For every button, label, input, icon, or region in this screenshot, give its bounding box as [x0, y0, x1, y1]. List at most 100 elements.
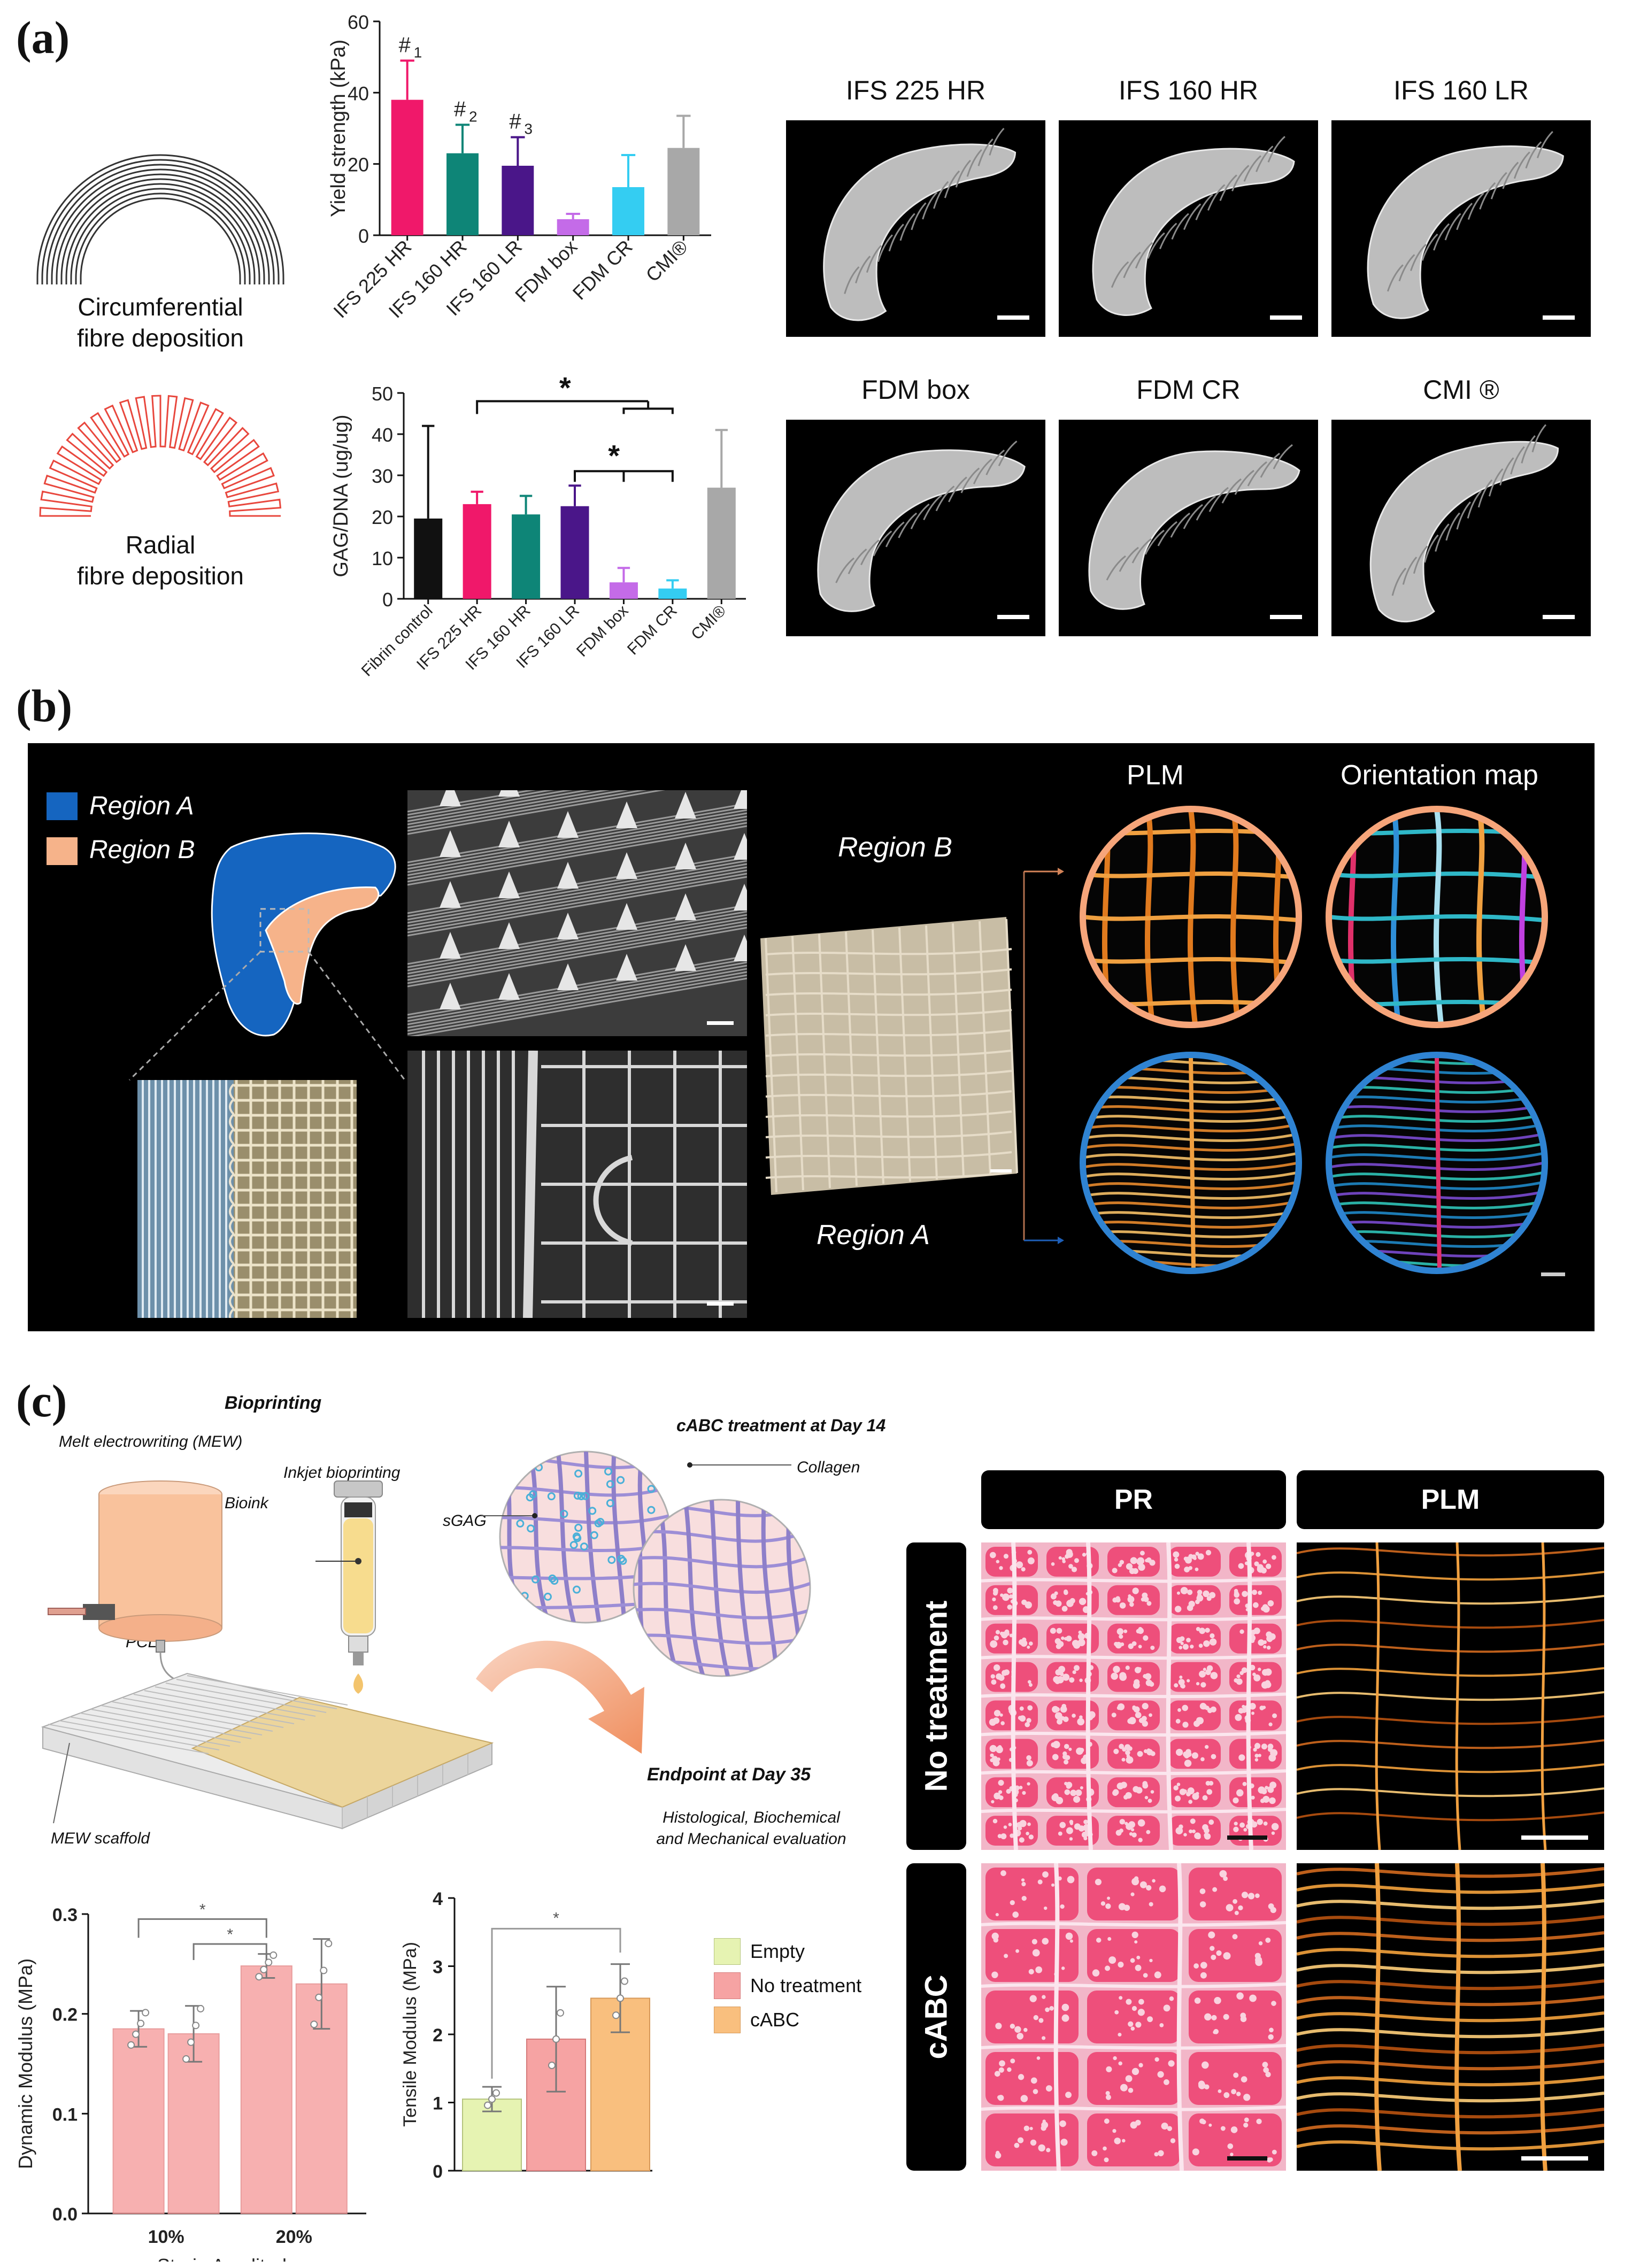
- data-point: [325, 1940, 333, 1948]
- y-tick-label: 0: [358, 225, 369, 247]
- header-pr: PR: [981, 1470, 1286, 1529]
- legend-swatch-region-a: [47, 792, 78, 820]
- meniscus-region-diagram: [211, 832, 396, 1037]
- y-axis-label: Yield strength (kPa): [327, 40, 350, 217]
- significance-hash-sub: 2: [469, 108, 478, 125]
- legend-label-empty: Empty: [750, 1940, 805, 1962]
- pr-cabc-image: [981, 1863, 1286, 2171]
- radial-caption-line2: fibre deposition: [77, 562, 244, 590]
- curved-arrow: [476, 1640, 644, 1754]
- evaluation-line1: Histological, Biochemical: [663, 1809, 840, 1826]
- collagen-sgag-diagram: [481, 1451, 811, 1677]
- region-arrows: [1023, 868, 1064, 1244]
- data-point: [310, 2020, 318, 2028]
- data-point: [320, 1966, 328, 1974]
- data-point: [137, 2019, 145, 2027]
- significance-bracket: [491, 1927, 621, 2079]
- significance-hash: #: [454, 97, 466, 121]
- y-axis-label: Dynamic Modulus (MPa): [14, 1958, 36, 2169]
- bar: [112, 2028, 165, 2214]
- radial-caption-line1: Radial: [125, 531, 196, 559]
- legend-label-cabc: cABC: [750, 2009, 800, 2031]
- micro-ct-title: IFS 160 HR: [1118, 75, 1259, 105]
- row-label-cabc-text: cABC: [919, 1974, 954, 2059]
- y-tick-label: 40: [372, 424, 393, 446]
- zoom-lines: [128, 951, 406, 1081]
- data-point: [182, 2055, 190, 2063]
- bar: [658, 588, 687, 599]
- data-point: [255, 1973, 263, 1981]
- x-tick-label: 10%: [148, 2227, 184, 2247]
- plm-orientation-circles: [1080, 806, 1565, 1276]
- significance-hash-sub: 3: [524, 121, 533, 137]
- x-tick-label: 20%: [276, 2227, 312, 2247]
- data-point: [552, 2035, 560, 2043]
- collagen-label: Collagen: [797, 1459, 860, 1476]
- micro-ct-image: [1059, 120, 1318, 337]
- data-point: [187, 2038, 195, 2046]
- header-plm: PLM: [1297, 1470, 1604, 1529]
- micro-ct-image: [1059, 420, 1318, 636]
- data-point: [484, 2101, 491, 2109]
- plm-no-treatment-image: [1297, 1542, 1604, 1850]
- significance-star: *: [559, 371, 571, 404]
- row-label-cabc: cABC: [906, 1863, 966, 2171]
- data-point: [621, 1977, 628, 1985]
- micro-ct-image: [786, 420, 1045, 636]
- x-tick-label: FDM box: [573, 602, 631, 660]
- micro-ct-title: IFS 225 HR: [845, 75, 986, 105]
- sem-image-bottom: [407, 1051, 747, 1318]
- significance-bracket: [622, 407, 674, 414]
- y-axis-label: GAG/DNA (ug/ug): [330, 414, 352, 577]
- bar: [560, 506, 589, 599]
- histology-section: [760, 917, 1018, 1195]
- data-point: [488, 2095, 496, 2103]
- y-tick-label: 10: [372, 547, 393, 569]
- mew-label: Melt electrowriting (MEW): [59, 1433, 243, 1451]
- sgag-label: sGAG: [443, 1512, 487, 1530]
- column-title-plm: PLM: [1127, 760, 1184, 791]
- radial-caption: Radial fibre deposition: [32, 529, 289, 591]
- row-label-no-treatment-text: No treatment: [919, 1600, 954, 1792]
- micro-ct-image: [1331, 120, 1591, 337]
- y-tick-label: 60: [348, 11, 369, 33]
- bioprinting-title: Bioprinting: [225, 1393, 322, 1413]
- legend-label-region-b: Region B: [89, 836, 195, 864]
- y-tick-label: 0: [433, 2162, 443, 2182]
- bioink-label: Bioink: [225, 1494, 268, 1512]
- panel-a-label: (a): [16, 12, 70, 63]
- legend-label-no-treatment: No treatment: [750, 1974, 862, 1996]
- region-b-label: Region B: [838, 832, 952, 863]
- circumferential-caption: Circumferential fibre deposition: [32, 291, 289, 353]
- bar: [446, 153, 479, 235]
- data-point: [269, 1951, 278, 1959]
- data-point: [132, 2030, 140, 2038]
- significance-hash-sub: 1: [414, 44, 422, 60]
- panel-c-label: (c): [16, 1375, 67, 1426]
- x-tick-label: CMI®: [642, 236, 692, 286]
- evaluation-line2: and Mechanical evaluation: [656, 1830, 846, 1848]
- bar: [609, 582, 638, 599]
- y-tick-label: 0.1: [52, 2104, 78, 2125]
- legend-swatch-empty: [714, 1938, 741, 1965]
- significance-bracket: [574, 470, 674, 482]
- data-point: [127, 2041, 135, 2049]
- bar: [667, 148, 700, 235]
- y-tick-label: 20: [372, 506, 393, 528]
- bioprinting-schematic: [41, 1480, 494, 1830]
- bar: [707, 488, 736, 599]
- x-tick-label: FDM CR: [568, 236, 637, 304]
- y-tick-label: 2: [433, 2025, 443, 2046]
- y-tick-label: 20: [348, 154, 369, 176]
- bar: [512, 514, 541, 599]
- data-point: [260, 1965, 268, 1973]
- row-label-no-treatment: No treatment: [906, 1542, 966, 1850]
- y-tick-label: 40: [348, 82, 369, 104]
- y-tick-label: 4: [433, 1889, 443, 1909]
- micro-ct-title: FDM CR: [1136, 375, 1241, 405]
- significance-bracket: [137, 1918, 267, 1938]
- bar: [391, 99, 423, 235]
